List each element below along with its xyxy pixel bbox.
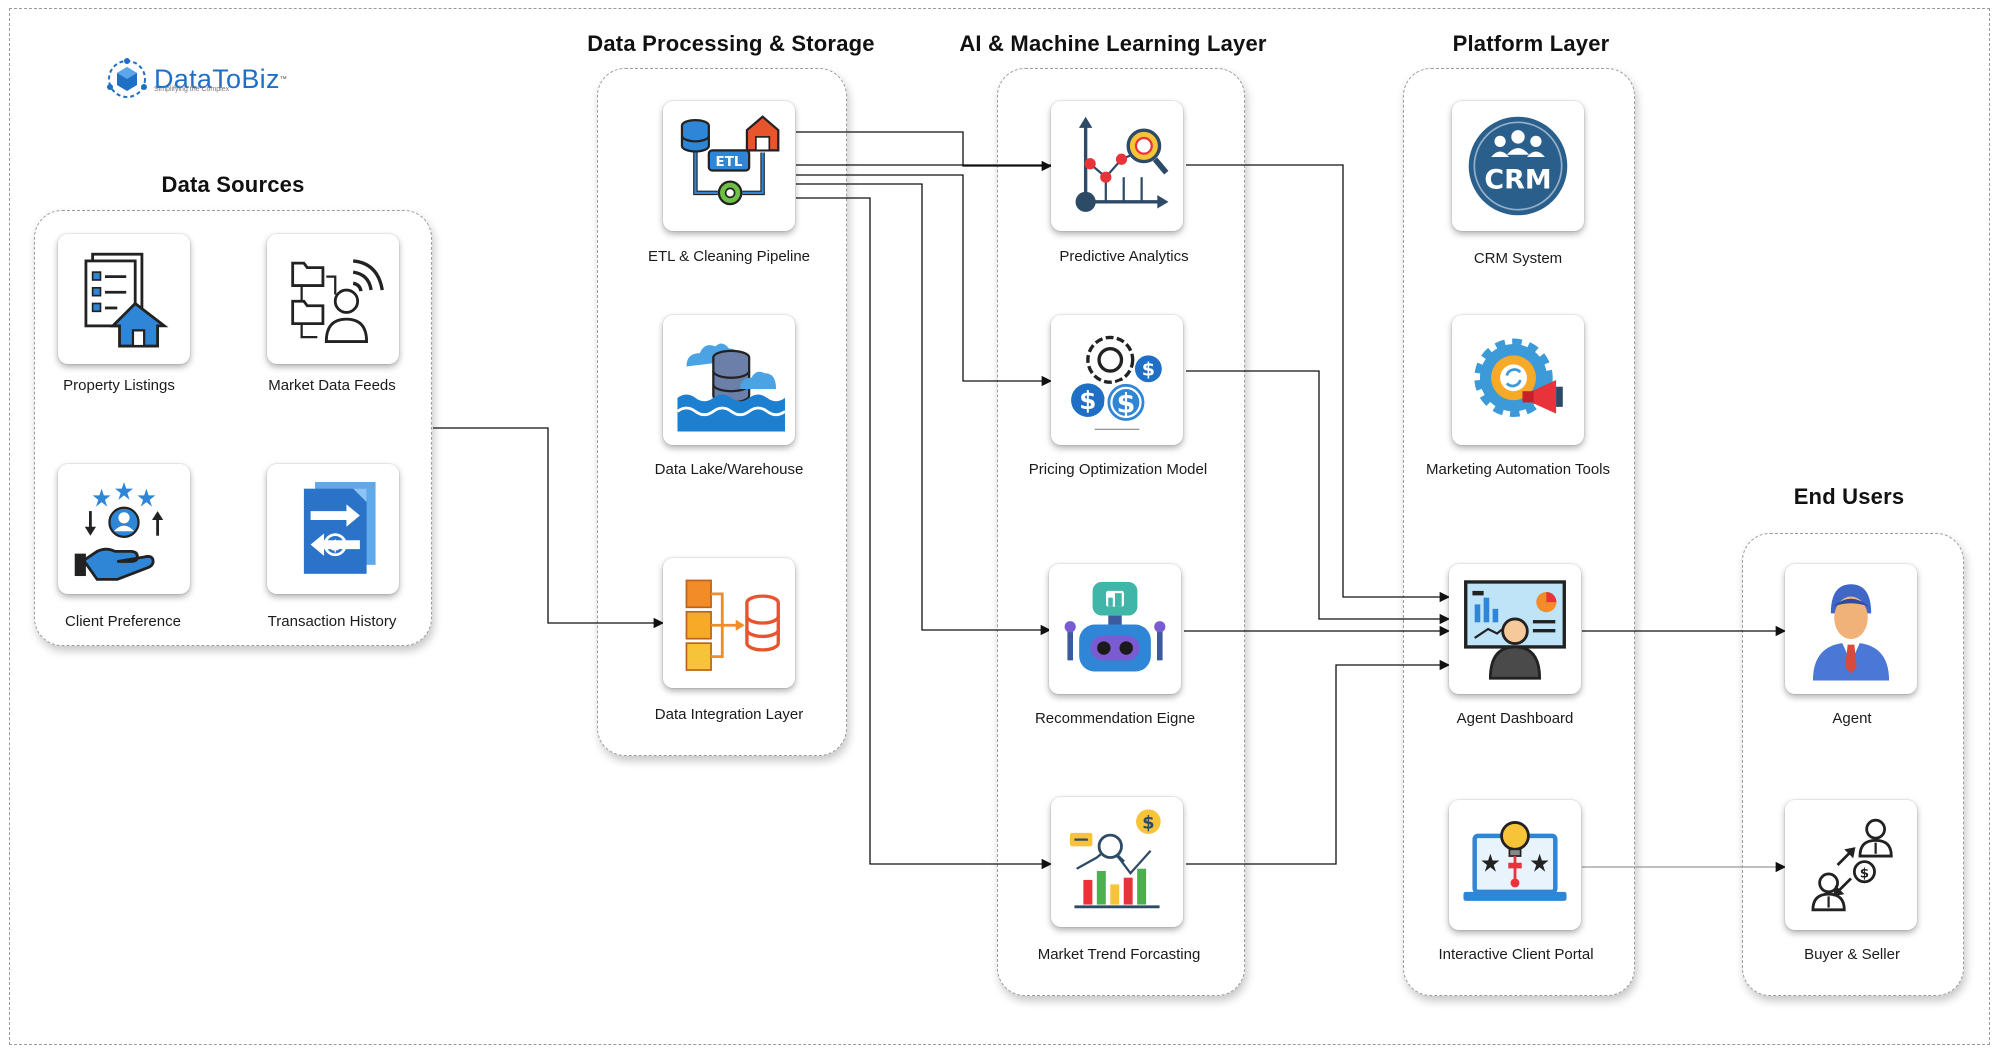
svg-text:$: $ xyxy=(1079,386,1096,415)
etl-pipeline-card[interactable]: ETL xyxy=(663,101,795,231)
data-lake-label: Data Lake/Warehouse xyxy=(654,461,804,478)
market-trend-card[interactable]: $ xyxy=(1051,797,1183,927)
svg-text:$: $ xyxy=(1117,388,1136,419)
predictive-analytics-card[interactable] xyxy=(1051,101,1183,231)
svg-text:CRM: CRM xyxy=(1484,164,1551,195)
data-integration-label: Data Integration Layer xyxy=(654,706,804,723)
svg-text:$: $ xyxy=(330,537,340,554)
platform-title: Platform Layer xyxy=(1452,31,1610,56)
logo-text: DataToBiz xyxy=(154,63,280,94)
buyer-seller-label: Buyer & Seller xyxy=(1804,946,1900,963)
crm-badge-icon: CRM xyxy=(1468,116,1568,216)
logo-tagline: Simplifying the Complex xyxy=(154,86,230,93)
svg-text:$: $ xyxy=(1860,866,1869,881)
data-integration-card[interactable] xyxy=(663,558,795,688)
buyer-seller-card[interactable]: $ xyxy=(1785,800,1917,930)
crm-system-card[interactable]: CRM xyxy=(1452,101,1584,231)
agent-avatar-icon xyxy=(1812,584,1890,681)
crm-system-label: CRM System xyxy=(1473,250,1563,267)
transaction-document-icon: $ xyxy=(303,481,376,574)
trend-chart-icon: $ xyxy=(1069,809,1161,909)
marketing-gear-megaphone-icon xyxy=(1474,338,1563,417)
agent-dashboard-card[interactable] xyxy=(1449,564,1581,694)
document-house-icon xyxy=(84,252,169,348)
processing-title: Data Processing & Storage xyxy=(587,31,875,56)
marketing-automation-label: Marketing Automation Tools xyxy=(1426,461,1610,478)
datatobiz-logo: DataToBiz ™ Simplifying the Complex xyxy=(104,56,287,102)
market-data-feeds-card[interactable] xyxy=(267,234,399,364)
marketing-automation-card[interactable] xyxy=(1452,315,1584,445)
logo-cube-icon xyxy=(107,58,147,98)
etl-pipeline-icon: ETL xyxy=(680,115,780,206)
ml-title: AI & Machine Learning Layer xyxy=(959,31,1267,56)
robot-icon xyxy=(1064,581,1166,672)
svg-text:$: $ xyxy=(1142,359,1155,381)
data-lake-icon xyxy=(676,343,785,432)
client-preference-card[interactable] xyxy=(58,464,190,594)
end-users-title: End Users xyxy=(1793,484,1905,509)
property-listings-card[interactable] xyxy=(58,234,190,364)
pricing-gear-dollar-icon: $ $ $ xyxy=(1071,335,1162,430)
agent-card[interactable] xyxy=(1785,564,1917,694)
transaction-history-card[interactable]: $ xyxy=(267,464,399,594)
pricing-optimization-card[interactable]: $ $ $ xyxy=(1051,315,1183,445)
logo-trademark: ™ xyxy=(279,75,287,83)
market-trend-label: Market Trend Forcasting xyxy=(1037,946,1201,963)
transaction-history-label: Transaction History xyxy=(267,613,397,630)
data-lake-card[interactable] xyxy=(663,315,795,445)
data-feed-person-icon xyxy=(291,259,384,343)
buyer-seller-exchange-icon: $ xyxy=(1811,818,1893,912)
hand-user-stars-icon xyxy=(74,481,164,581)
recommendation-engine-label: Recommendation Eigne xyxy=(1034,710,1196,727)
dashboard-presenter-icon xyxy=(1464,580,1566,680)
agent-label: Agent xyxy=(1832,710,1872,727)
laptop-idea-icon xyxy=(1463,821,1567,901)
agent-dashboard-label: Agent Dashboard xyxy=(1456,710,1574,727)
predictive-analytics-label: Predictive Analytics xyxy=(1059,248,1189,265)
pricing-optimization-label: Pricing Optimization Model xyxy=(1028,461,1208,478)
etl-pipeline-label: ETL & Cleaning Pipeline xyxy=(647,248,811,265)
diagram-frame xyxy=(9,8,1990,1045)
client-portal-label: Interactive Client Portal xyxy=(1438,946,1594,963)
svg-text:$: $ xyxy=(1142,812,1154,833)
recommendation-engine-card[interactable] xyxy=(1049,564,1181,694)
property-listings-label: Property Listings xyxy=(63,377,175,394)
predictive-chart-icon xyxy=(1075,116,1169,212)
data-sources-title: Data Sources xyxy=(161,172,305,197)
client-portal-card[interactable] xyxy=(1449,800,1581,930)
svg-text:ETL: ETL xyxy=(716,155,743,170)
data-integration-icon xyxy=(685,579,780,671)
client-preference-label: Client Preference xyxy=(65,613,181,630)
market-data-feeds-label: Market Data Feeds xyxy=(268,377,396,394)
